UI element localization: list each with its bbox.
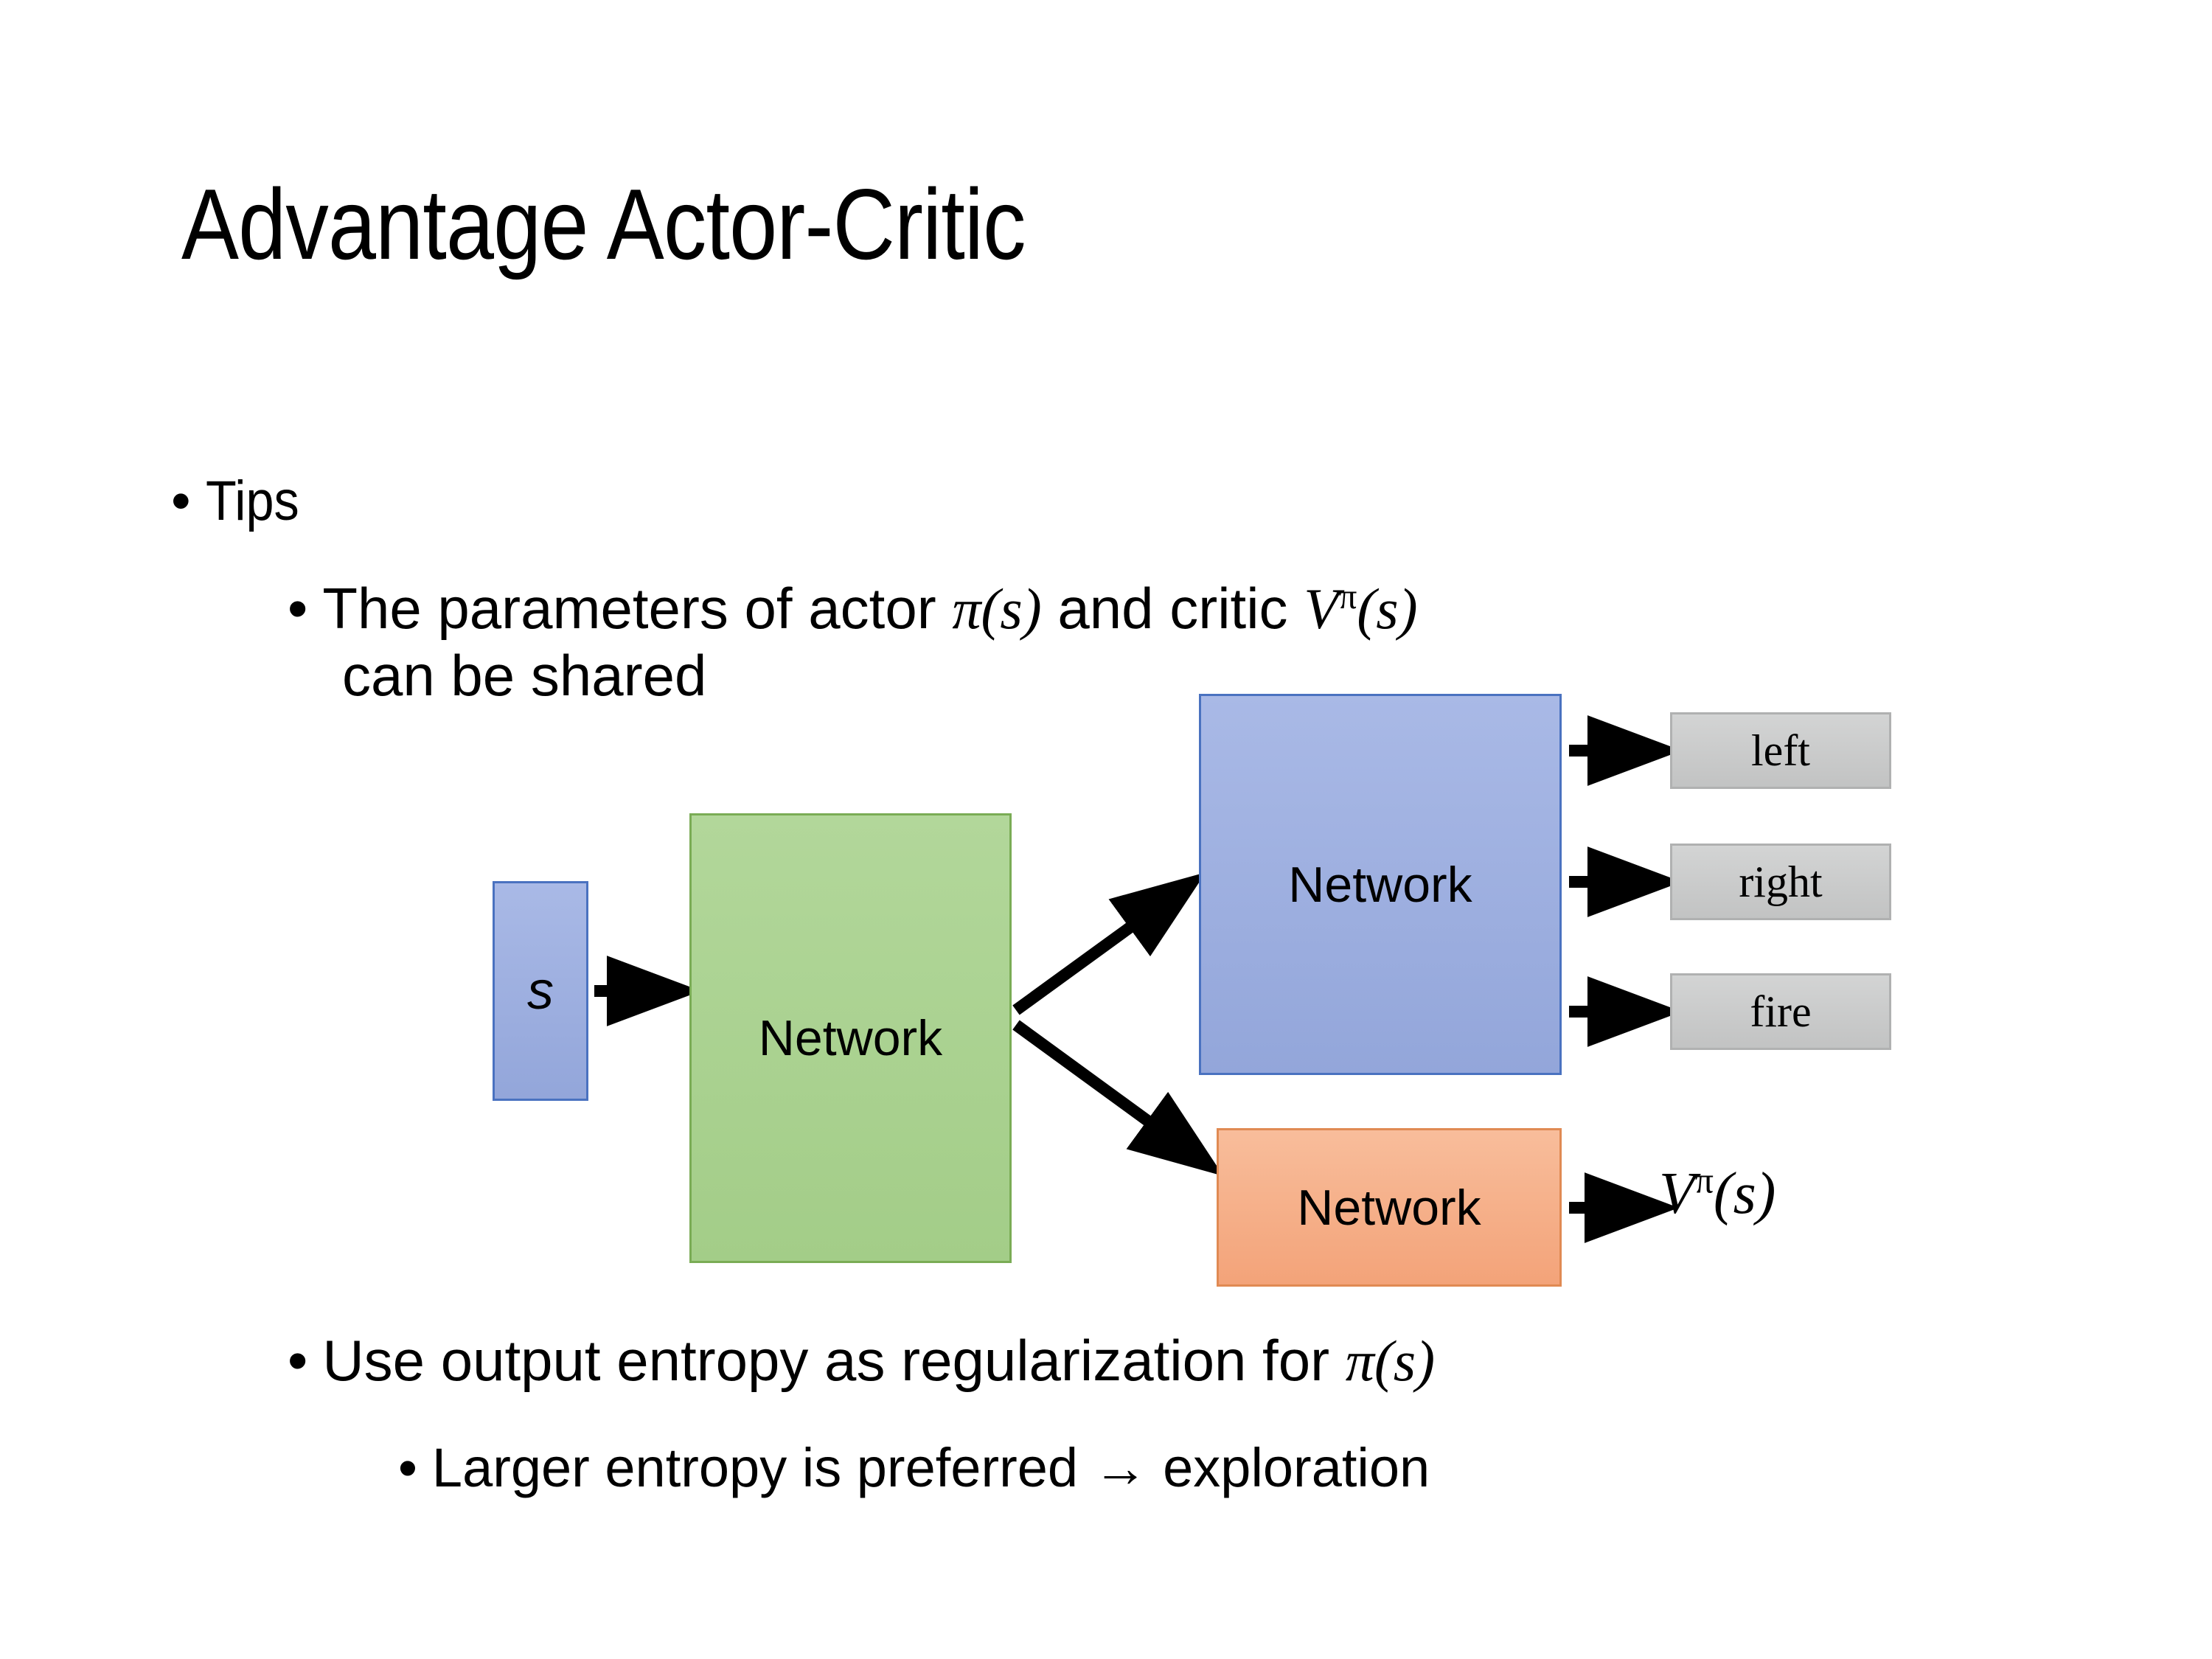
action-label-fire: fire: [1750, 987, 1812, 1036]
bullet-parameters-prefix: The parameters of actor: [322, 576, 953, 641]
diagram-arrows: [594, 715, 1682, 1243]
arrow-shared-to-critic: [1012, 1020, 1224, 1176]
bullet-parameters-mid: and critic: [1041, 576, 1304, 641]
state-input-label: s: [527, 961, 554, 1020]
actor-network-box[interactable]: Network: [1199, 694, 1562, 1075]
critic-network-label: Network: [1297, 1179, 1481, 1236]
bullet-larger-entropy-text: Larger entropy is preferred → exploratio…: [431, 1437, 1430, 1498]
action-box-fire[interactable]: fire: [1670, 973, 1891, 1050]
bullet-parameters-line2: can be shared: [342, 643, 707, 708]
math-actor-pi-s: π(s): [952, 577, 1042, 641]
math-critic-arg-s: (s): [1357, 577, 1418, 641]
bullet-entropy-text: Use output entropy as regularization for: [322, 1328, 1346, 1393]
state-input-box[interactable]: s: [493, 881, 588, 1101]
action-label-left: left: [1751, 726, 1810, 775]
value-function-output: Vπ(s): [1659, 1159, 1775, 1228]
value-output-superscript-pi: π: [1694, 1160, 1714, 1201]
action-box-left[interactable]: left: [1670, 712, 1891, 789]
shared-network-box[interactable]: Network: [689, 813, 1012, 1263]
critic-network-box[interactable]: Network: [1217, 1128, 1562, 1287]
actor-critic-diagram: s Network Network Network left right fir…: [0, 664, 2212, 1327]
bullet-marker: •: [288, 576, 308, 641]
math-pi-s: π(s): [1345, 1329, 1436, 1393]
action-box-right[interactable]: right: [1670, 844, 1891, 920]
bullet-tips: •Tips: [171, 469, 309, 533]
bullet-marker: •: [288, 1328, 308, 1393]
bullet-parameters-shared: •The parameters of actor π(s) and critic…: [288, 575, 2057, 709]
bullet-larger-entropy: •Larger entropy is preferred → explorati…: [398, 1436, 1430, 1499]
action-label-right: right: [1739, 857, 1823, 906]
math-critic-superscript-pi: π: [1338, 577, 1357, 616]
bullet-entropy-regularization: •Use output entropy as regularization fo…: [288, 1327, 1435, 1394]
bullet-tips-text: Tips: [205, 470, 299, 532]
actor-network-label: Network: [1288, 856, 1472, 913]
value-output-arg: (s): [1713, 1161, 1776, 1226]
shared-network-label: Network: [758, 1010, 943, 1066]
slide-title: Advantage Actor-Critic: [181, 168, 1026, 280]
bullet-marker: •: [171, 470, 191, 532]
bullet-marker: •: [398, 1437, 417, 1498]
math-critic-v: V: [1304, 577, 1339, 641]
value-output-base: V: [1659, 1161, 1695, 1226]
arrow-shared-to-actor: [1012, 872, 1206, 1015]
